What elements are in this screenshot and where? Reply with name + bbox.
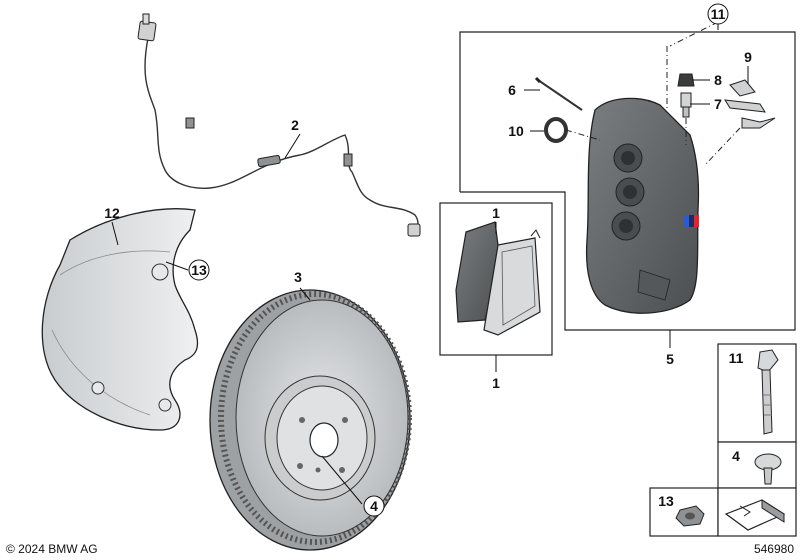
- callout-4-circled: 4: [363, 495, 385, 517]
- svg-text:13: 13: [191, 262, 207, 278]
- diagram-number: 546980: [754, 542, 794, 556]
- callout-10: 10: [508, 123, 524, 139]
- svg-text:4: 4: [370, 498, 378, 514]
- callout-1: 1: [492, 375, 500, 391]
- nut-icon[interactable]: [675, 505, 705, 527]
- cap-icon[interactable]: [677, 73, 695, 87]
- screw-icon[interactable]: [754, 453, 782, 485]
- bolt-icon[interactable]: [757, 349, 779, 435]
- callout-7: 7: [714, 96, 722, 112]
- brake-disc-icon[interactable]: [209, 289, 412, 551]
- callout-2: 2: [291, 117, 299, 133]
- guide-pin-icon[interactable]: [534, 76, 583, 111]
- dust-shield-icon[interactable]: [41, 208, 199, 431]
- callout-8: 8: [714, 72, 722, 88]
- callout-13-circled: 13: [188, 259, 210, 281]
- legend-label-13: 13: [658, 493, 674, 509]
- arrow-icon: [724, 499, 786, 531]
- caliper-assembly-frame: [459, 31, 796, 331]
- bleeder-valve-icon[interactable]: [680, 92, 692, 118]
- callout-11-circled: 11: [707, 3, 729, 25]
- copyright-text: © 2024 BMW AG: [6, 542, 98, 556]
- callout-1-top: 1: [492, 205, 500, 221]
- caliper-icon[interactable]: [585, 97, 700, 314]
- callout-6: 6: [508, 82, 516, 98]
- callout-5: 5: [666, 351, 674, 367]
- spring-clip-icon[interactable]: [724, 79, 776, 129]
- svg-text:11: 11: [711, 6, 726, 22]
- assembly-lines: [565, 21, 741, 166]
- callout-9: 9: [744, 49, 752, 65]
- leader-lines: [111, 23, 749, 505]
- callout-3: 3: [294, 269, 302, 285]
- wear-sensor-icon[interactable]: [137, 13, 421, 237]
- legend-frame: [649, 343, 797, 537]
- callout-12: 12: [104, 205, 120, 221]
- pad-icon[interactable]: [455, 221, 541, 336]
- legend-label-11: 11: [729, 350, 744, 366]
- legend-label-4: 4: [732, 448, 740, 464]
- seal-ring-icon[interactable]: [544, 117, 568, 143]
